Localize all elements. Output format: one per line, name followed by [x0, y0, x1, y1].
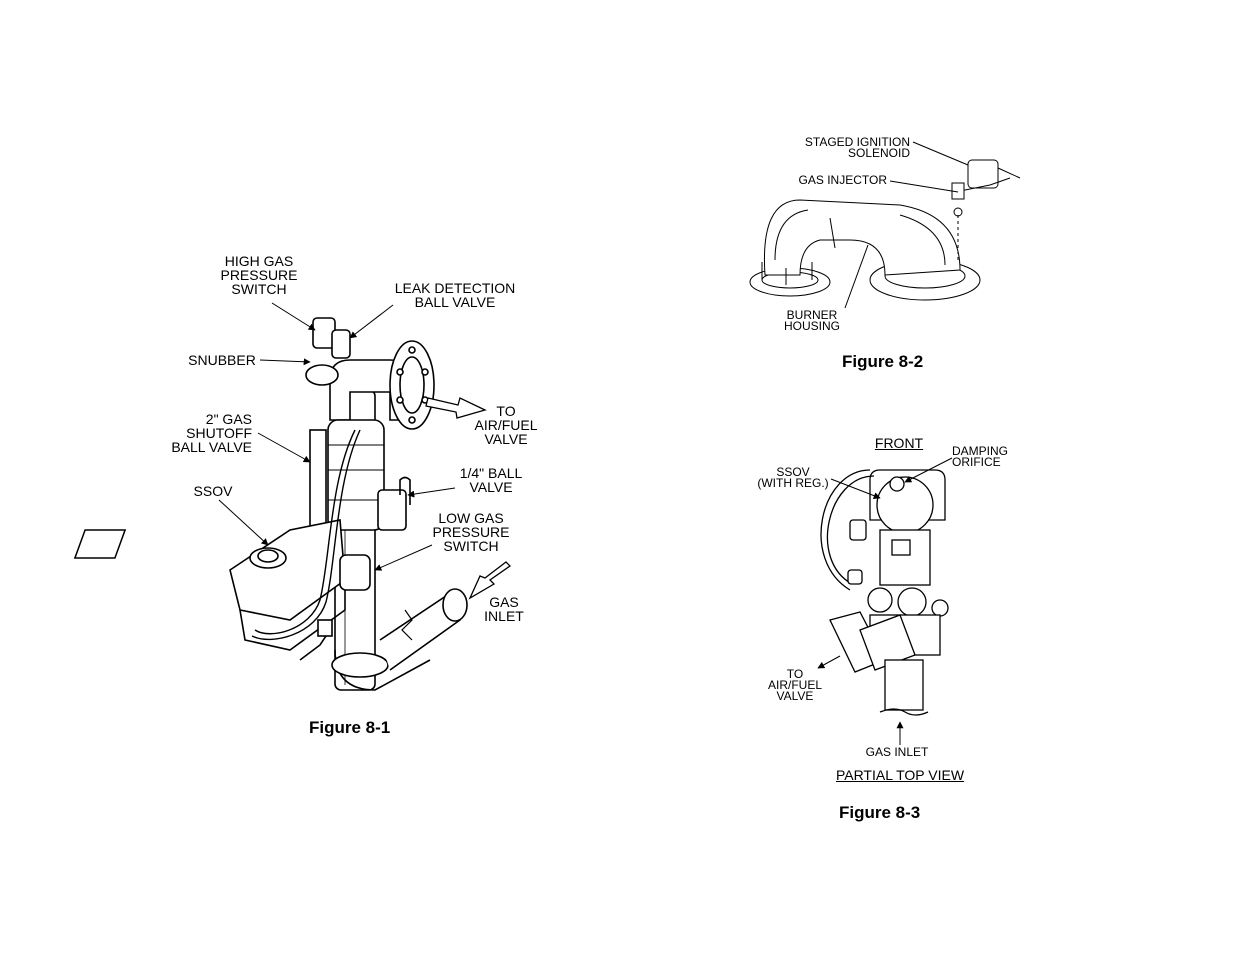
snubber-fitting [305, 364, 339, 386]
burner-housing-body [763, 199, 961, 276]
label-snubber: SNUBBER [188, 352, 256, 368]
label-damping-orifice: DAMPING ORIFICE [952, 444, 1009, 469]
label-gas-inlet-fig3: GAS INLET [865, 745, 929, 759]
label-ssov-with-reg: SSOV (WITH REG.) [757, 465, 829, 490]
caption-figure-8-2: Figure 8-2 [842, 352, 924, 371]
label-staged-ignition-solenoid: STAGED IGNITION SOLENOID [804, 135, 910, 160]
ssov-actuator [229, 519, 346, 621]
label-quarter-inch-ball-valve: 1/4" BALL VALVE [459, 465, 523, 495]
gas-inlet-arrow [468, 561, 512, 600]
label-to-air-fuel-valve-fig1: TO AIR/FUEL VALVE [474, 403, 538, 447]
label-gas-inlet-fig1: GAS INLET [484, 594, 524, 624]
label-ssov: SSOV [193, 483, 233, 499]
label-leak-detection-ball-valve: LEAK DETECTION BALL VALVE [394, 280, 516, 310]
ssov-connector-box [73, 529, 127, 559]
solenoid-body [967, 159, 999, 189]
figure-8-2-leaders [844, 141, 969, 309]
quarter-ball-valve [377, 489, 407, 531]
figure-8-2-drawing [749, 159, 1021, 301]
label-front: FRONT [874, 435, 924, 451]
label-to-air-fuel-valve-fig3: TO AIR/FUEL VALVE [767, 667, 822, 703]
ssov-actuator-cover [876, 476, 934, 534]
figure-8-3-drawing [820, 469, 949, 716]
label-2in-gas-shutoff-ball-valve: 2" GAS SHUTOFF BALL VALVE [171, 411, 252, 455]
figure-8-1-leaders [218, 302, 456, 571]
label-partial-top-view: PARTIAL TOP VIEW [835, 767, 965, 783]
leak-detection-valve-body [331, 329, 351, 359]
low-gas-switch-body [339, 554, 371, 591]
caption-figure-8-3: Figure 8-3 [839, 803, 921, 822]
figure-8-1-drawing [73, 317, 468, 691]
caption-figure-8-1: Figure 8-1 [309, 718, 391, 737]
figure-8-3-leaders [817, 457, 953, 745]
label-burner-housing: BURNER HOUSING [783, 308, 840, 333]
ssov-body [879, 529, 931, 586]
label-high-gas-pressure-switch: HIGH GAS PRESSURE SWITCH [220, 253, 298, 297]
bottom-coupling [331, 652, 389, 678]
gas-injector-tip [953, 207, 963, 217]
shutoff-ball-valve-body [327, 419, 385, 531]
gas-inlet-pipe-top [884, 659, 924, 711]
label-gas-injector: GAS INJECTOR [798, 173, 887, 187]
damping-orifice [889, 476, 905, 492]
label-low-gas-pressure-switch: LOW GAS PRESSURE SWITCH [432, 510, 510, 554]
to-air-fuel-arrow [425, 397, 487, 419]
